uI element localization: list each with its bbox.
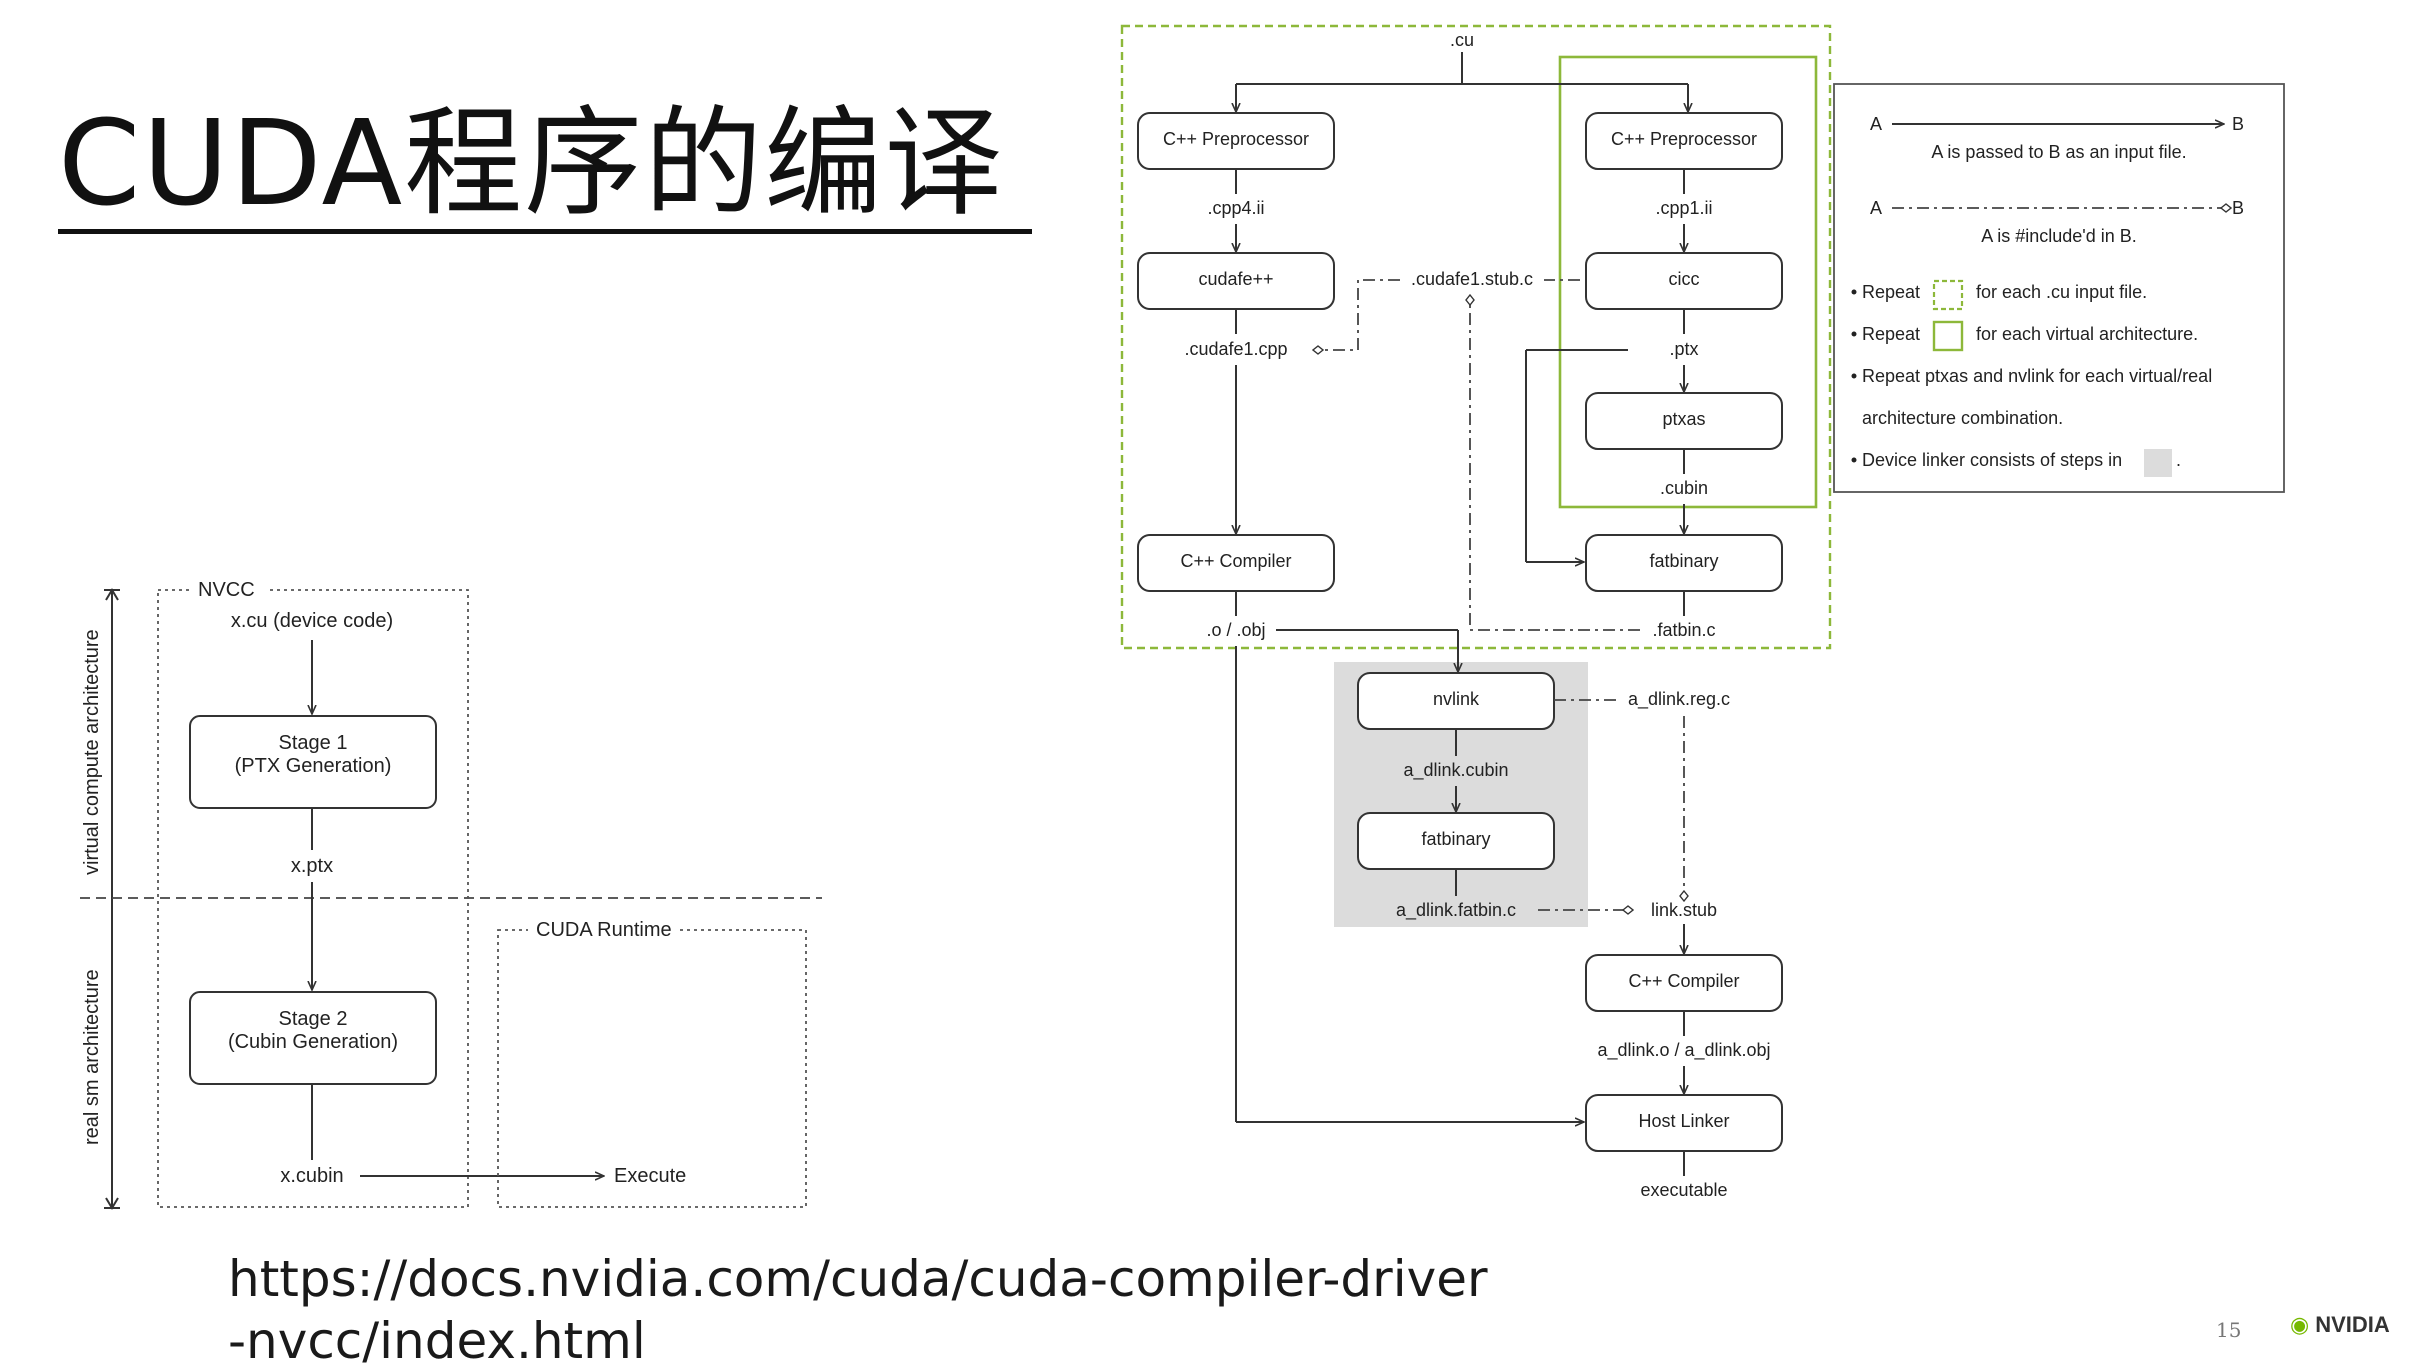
ptx-file: x.ptx: [291, 855, 333, 877]
legend-a1: A: [1870, 114, 1882, 134]
nvcc-stage-diagram: virtual compute architecture real sm arc…: [80, 576, 822, 1210]
legend-note3-line1: Repeat ptxas and nvlink for each virtual…: [1862, 366, 2212, 386]
nvidia-logo: ◉NVIDIA: [2290, 1312, 2390, 1338]
legend-note4-post: .: [2176, 450, 2181, 470]
legend-gray-swatch: [2144, 449, 2172, 477]
cpp1-file: .cpp1.ii: [1655, 198, 1712, 218]
stage1-title: Stage 1: [279, 732, 348, 754]
dlink-cubin-file: a_dlink.cubin: [1403, 760, 1508, 781]
legend-green-solid-swatch: [1932, 320, 1964, 352]
nvlink-label: nvlink: [1433, 689, 1480, 709]
cpp-preprocessor-right-label: C++ Preprocessor: [1611, 129, 1757, 149]
fatbin-c-file: .fatbin.c: [1652, 620, 1715, 640]
legend-desc1: A is passed to B as an input file.: [1931, 142, 2186, 162]
legend-a2: A: [1870, 198, 1882, 218]
obj-file: .o / .obj: [1206, 620, 1265, 640]
page-number: 15: [2216, 1318, 2242, 1342]
input-file: x.cu (device code): [231, 610, 393, 632]
legend-repeat2-pre: Repeat: [1862, 324, 1920, 344]
nvcc-box: [157, 589, 469, 1208]
legend-box: [1833, 83, 2285, 493]
nvidia-wordmark: NVIDIA: [2315, 1312, 2390, 1337]
legend-repeat1-post: for each .cu input file.: [1976, 282, 2147, 302]
legend-green-dashed-swatch: [1932, 279, 1964, 311]
nvcc-label: NVCC: [198, 579, 255, 601]
stage2-subtitle: (Cubin Generation): [228, 1031, 398, 1053]
legend-repeat1-pre: Repeat: [1862, 282, 1920, 302]
dlink-reg-file: a_dlink.reg.c: [1628, 689, 1730, 710]
cpp4-file: .cpp4.ii: [1207, 198, 1264, 218]
cuda-runtime-label: CUDA Runtime: [536, 919, 672, 941]
fatbinary-device-label: fatbinary: [1421, 829, 1490, 849]
legend-repeat2-post: for each virtual architecture.: [1976, 324, 2198, 344]
repeat-cu-region: [1120, 24, 1832, 650]
legend-b1: B: [2232, 114, 2244, 134]
nvidia-eye-icon: ◉: [2290, 1312, 2310, 1337]
stage1-subtitle: (PTX Generation): [235, 755, 392, 777]
legend-b2: B: [2232, 198, 2244, 218]
cicc-label: cicc: [1669, 269, 1700, 289]
axis-label-real: real sm architecture: [81, 969, 103, 1145]
title-underline: [58, 229, 1032, 234]
stage2-title: Stage 2: [279, 1008, 348, 1030]
execute-label: Execute: [614, 1165, 686, 1187]
cpp-compiler-2-label: C++ Compiler: [1628, 971, 1739, 991]
cpp-compiler-label: C++ Compiler: [1180, 551, 1291, 571]
slide-title: CUDA程序的编译: [58, 94, 1005, 232]
executable-file: executable: [1640, 1180, 1727, 1200]
dlink-obj-file: a_dlink.o / a_dlink.obj: [1597, 1040, 1770, 1061]
host-linker-label: Host Linker: [1638, 1111, 1729, 1131]
nvcc-flow-diagram: .cu C++ Preprocessor .cpp4.ii cudafe++ .…: [1120, 24, 1832, 1200]
ptxas-label: ptxas: [1662, 409, 1705, 429]
axis-label-virtual: virtual compute architecture: [81, 629, 103, 875]
link-stub-file: link.stub: [1651, 900, 1717, 920]
cubin-file-right: .cubin: [1660, 478, 1708, 498]
legend-note3-line2: architecture combination.: [1862, 408, 2063, 428]
cu-input: .cu: [1450, 30, 1474, 50]
dlink-fatbin-file: a_dlink.fatbin.c: [1396, 900, 1516, 921]
ptx-file-right: .ptx: [1669, 339, 1698, 359]
repeat-virtual-arch-region: [1558, 55, 1818, 509]
legend-note4-pre: Device linker consists of steps in: [1862, 450, 2122, 470]
legend-desc2: A is #include'd in B.: [1981, 226, 2137, 246]
cudafe-cpp-file: .cudafe1.cpp: [1184, 339, 1287, 359]
cubin-file: x.cubin: [280, 1165, 343, 1187]
cudafe-label: cudafe++: [1198, 269, 1273, 289]
docs-url[interactable]: https://docs.nvidia.com/cuda/cuda-compil…: [228, 1250, 1488, 1370]
stub-file: .cudafe1.stub.c: [1411, 269, 1533, 289]
cpp-preprocessor-left-label: C++ Preprocessor: [1163, 129, 1309, 149]
fatbinary-label: fatbinary: [1649, 551, 1718, 571]
legend: A B A is passed to B as an input file. A…: [1833, 83, 2285, 493]
